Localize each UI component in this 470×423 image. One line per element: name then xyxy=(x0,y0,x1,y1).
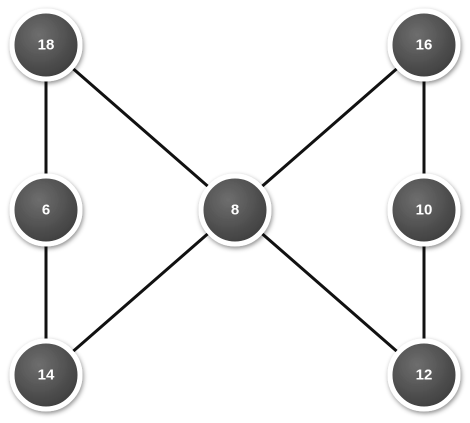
edge-n8-n12 xyxy=(233,208,426,377)
node-label: 8 xyxy=(231,202,239,219)
node-circle xyxy=(9,338,83,412)
node-6: 6 xyxy=(9,173,83,247)
nodes-layer: 18 16 6 8 10 14 12 xyxy=(9,8,461,412)
node-circle xyxy=(387,338,461,412)
node-label: 6 xyxy=(42,202,50,219)
node-label: 16 xyxy=(416,37,433,54)
node-16: 16 xyxy=(387,8,461,82)
node-label: 18 xyxy=(38,37,55,54)
node-circle xyxy=(9,8,83,82)
node-circle xyxy=(198,173,272,247)
node-10: 10 xyxy=(387,173,461,247)
edge-n16-n8 xyxy=(233,43,426,212)
edge-n18-n8 xyxy=(44,43,237,212)
node-label: 10 xyxy=(416,202,433,219)
edge-n14-n8 xyxy=(44,208,237,377)
node-8: 8 xyxy=(198,173,272,247)
node-circle xyxy=(387,173,461,247)
node-label: 14 xyxy=(38,367,55,384)
node-circle xyxy=(387,8,461,82)
node-circle xyxy=(9,173,83,247)
node-18: 18 xyxy=(9,8,83,82)
node-14: 14 xyxy=(9,338,83,412)
node-12: 12 xyxy=(387,338,461,412)
node-label: 12 xyxy=(416,367,433,384)
